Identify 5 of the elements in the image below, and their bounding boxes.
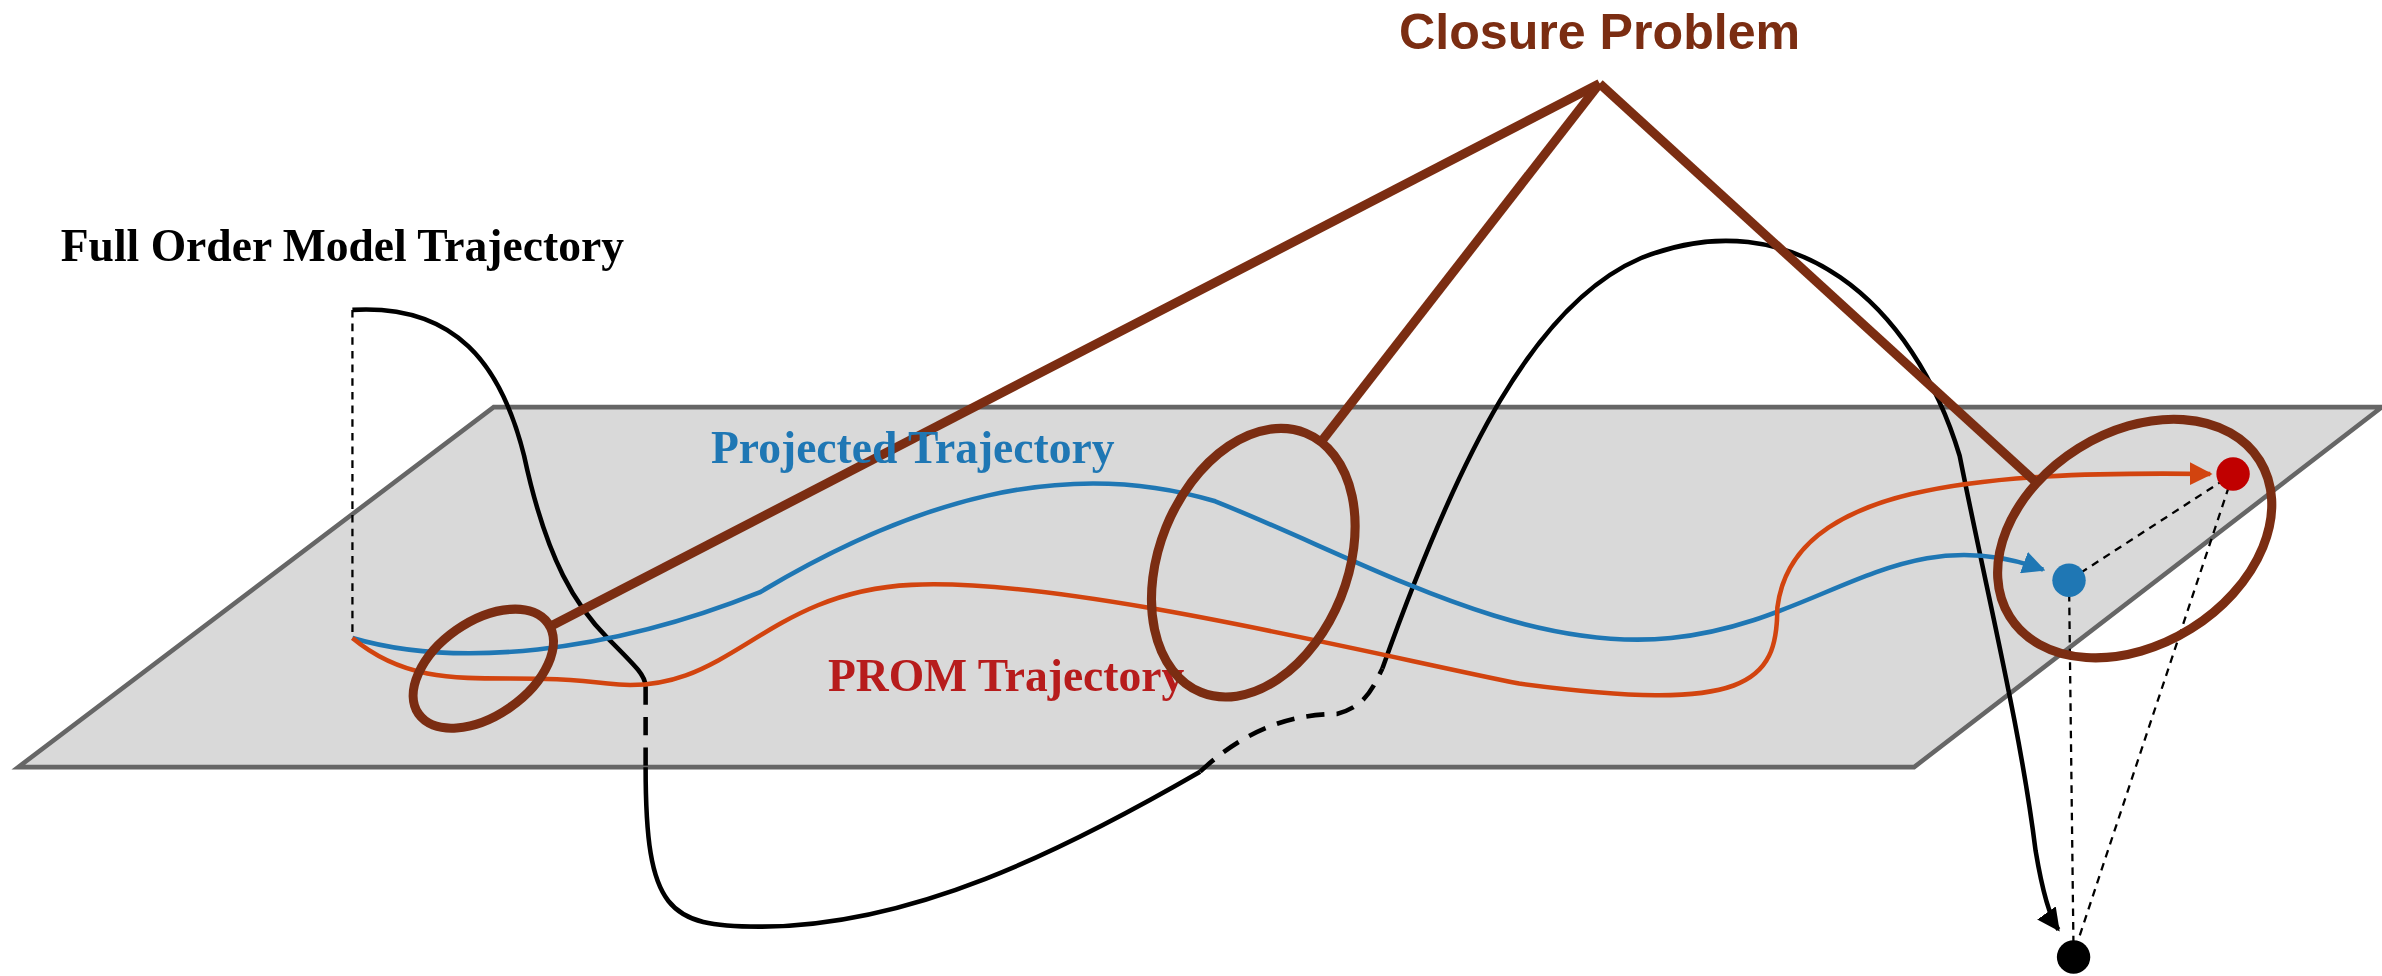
trajectory-label: Projected Trajectory [710,422,1115,474]
callout-title: Closure Problem [1398,3,1802,61]
trajectory-label: Full Order Model Trajectory [60,220,624,272]
highlight-ellipse [1992,415,2276,664]
highlight-ellipse [408,604,558,733]
